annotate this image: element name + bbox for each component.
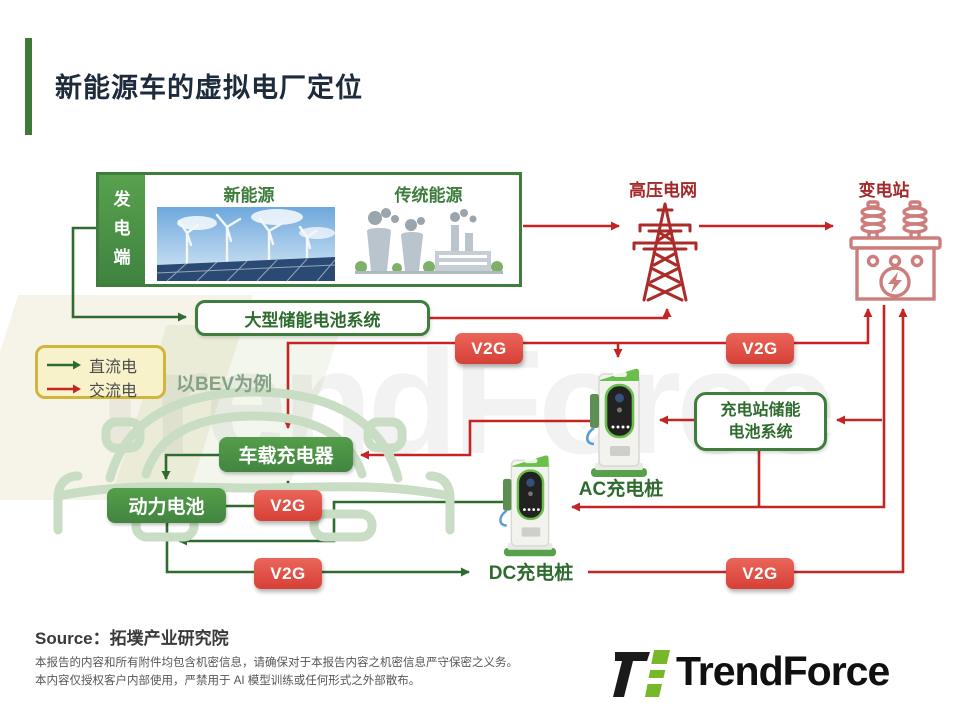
transmission-tower-icon (632, 202, 698, 302)
trendforce-logo-icon (613, 650, 670, 697)
ac-pile-label: AC充电桩 (578, 479, 664, 500)
v2g-label: V2G (742, 338, 778, 358)
substation-label: 变电站 (858, 181, 910, 200)
hv-grid-label: 高压电网 (629, 181, 697, 200)
disclaimer-line-2: 本内容仅授权客户内部使用，严禁用于 AI 模型训练或任何形式之外部散布。 (35, 675, 421, 687)
v2g-label: V2G (270, 563, 306, 583)
v2g-label: V2G (742, 563, 778, 583)
onboard-charger-box: 车载充电器 (219, 437, 353, 472)
generation-box: 发电端 新能源 传统能源 (96, 172, 522, 287)
new-energy-label: 新能源 (223, 186, 275, 205)
page-title: 新能源车的虚拟电厂定位 (55, 73, 363, 103)
station-storage-box: 充电站储能 电池系统 (694, 392, 827, 451)
title-accent-bar (25, 38, 32, 135)
fossil-plant-illustration (353, 205, 505, 281)
v2g-badge-battery-dcpile: V2G (254, 558, 322, 589)
trendforce-logo-text: TrendForce (676, 648, 890, 694)
dc-arrow-icon (47, 360, 81, 370)
generation-side-panel: 发电端 (99, 175, 145, 284)
legend-ac-label: 交流电 (89, 383, 138, 400)
disclaimer-line-1: 本报告的内容和所有附件均包含机密信息，请确保对于本报告内容之机密信息严守保密之义… (35, 657, 518, 669)
traditional-energy-label: 传统能源 (394, 186, 463, 205)
legend-box: 直流电 交流电 (35, 345, 166, 400)
ac-lines (283, 221, 908, 574)
legend-dc-label: 直流电 (89, 359, 138, 376)
station-storage-line2: 电池系统 (728, 423, 793, 441)
v2g-badge-dcpile-substation: V2G (726, 558, 794, 589)
ac-arrow-icon (47, 384, 81, 394)
bev-note: 以BEV为例 (176, 374, 273, 395)
v2g-badge-onboard-grid: V2G (455, 333, 523, 364)
v2g-label: V2G (471, 338, 507, 358)
transformer-icon (849, 200, 942, 301)
dc-ev-charger-icon (499, 455, 557, 557)
wind-solar-photo (157, 207, 335, 281)
grid-storage-box: 大型储能电池系统 (195, 300, 430, 336)
dc-pile-label: DC充电桩 (488, 563, 574, 584)
source-note: Source：拓墣产业研究院 (35, 629, 229, 648)
station-storage-line1: 充电站储能 (720, 401, 801, 419)
generation-side-label: 发电端 (113, 190, 131, 267)
v2g-badge-battery-charger: V2G (254, 490, 322, 521)
v2g-badge-ac-substation: V2G (726, 333, 794, 364)
ac-ev-charger-icon (585, 368, 647, 477)
grid-storage-label: 大型储能电池系统 (244, 310, 381, 330)
battery-label: 动力电池 (128, 497, 205, 518)
v2g-label: V2G (270, 495, 306, 515)
battery-box: 动力电池 (107, 488, 226, 523)
onboard-charger-label: 车载充电器 (238, 446, 334, 467)
